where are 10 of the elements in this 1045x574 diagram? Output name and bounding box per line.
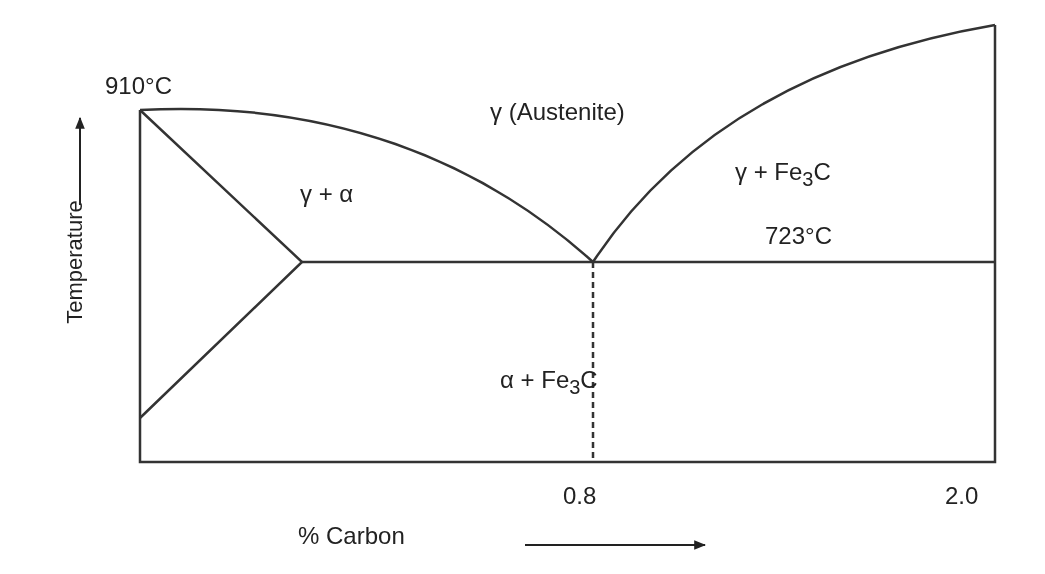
phase-region-label: γ + Fe$_{3}$C — [735, 158, 831, 192]
temperature-value: 723°C — [765, 222, 832, 250]
phase-region-label: γ (Austenite) — [490, 98, 625, 126]
axis-title: % Carbon — [298, 522, 405, 550]
tick-label: 2.0 — [945, 482, 979, 510]
phase-region-label: γ + α — [300, 180, 354, 208]
tick-label: 0.8 — [563, 482, 597, 510]
axis-title: Temperature — [60, 200, 88, 324]
temperature-value: 910°C — [105, 72, 172, 100]
phase-region-label: α + Fe$_{3}$C — [500, 366, 598, 400]
